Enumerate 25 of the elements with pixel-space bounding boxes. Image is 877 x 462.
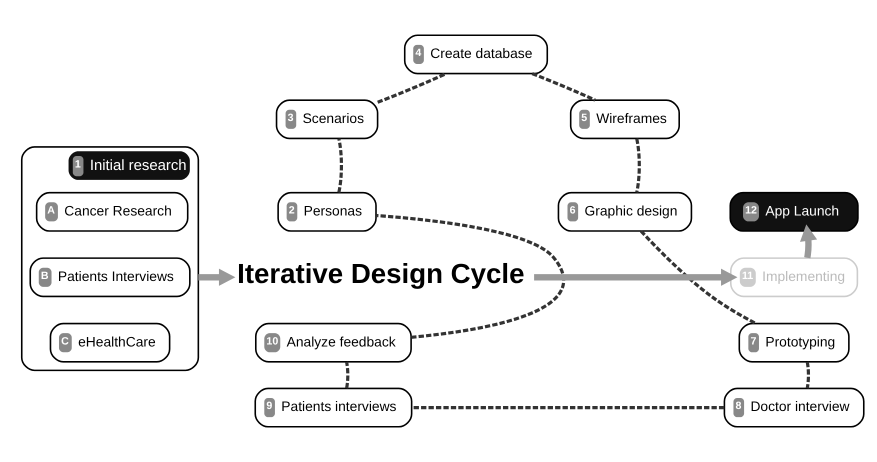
arrow [198, 268, 236, 286]
connector [337, 138, 344, 193]
node-box: 7 Prototyping [738, 322, 850, 363]
connector [532, 72, 596, 102]
connector [412, 406, 724, 410]
connector [806, 362, 810, 388]
node-box: A Cancer Research [36, 192, 188, 232]
node-box: 8 Doctor interview [724, 388, 865, 428]
node-box: 4 Create database [404, 34, 548, 74]
arrow [800, 224, 818, 258]
node-box: 10 Analyze feedback [254, 322, 412, 363]
node-box: 5 Wireframes [570, 99, 680, 140]
node-box: B Patients Interviews [29, 257, 191, 298]
node-box: 6 Graphic design [558, 192, 692, 232]
connector [345, 362, 350, 388]
arrow [534, 268, 738, 286]
node-text: Iterative Design Cycle [237, 258, 524, 289]
node-box: 3 Scenarios [276, 99, 378, 140]
node-box: C eHealthCare [50, 322, 170, 363]
node-box: 9 Patients interviews [254, 388, 412, 428]
connector [377, 72, 447, 104]
connector [376, 214, 565, 339]
connector [635, 138, 641, 193]
node-box: 12 App Launch [729, 192, 859, 232]
node-box: 2 Personas [277, 192, 377, 232]
